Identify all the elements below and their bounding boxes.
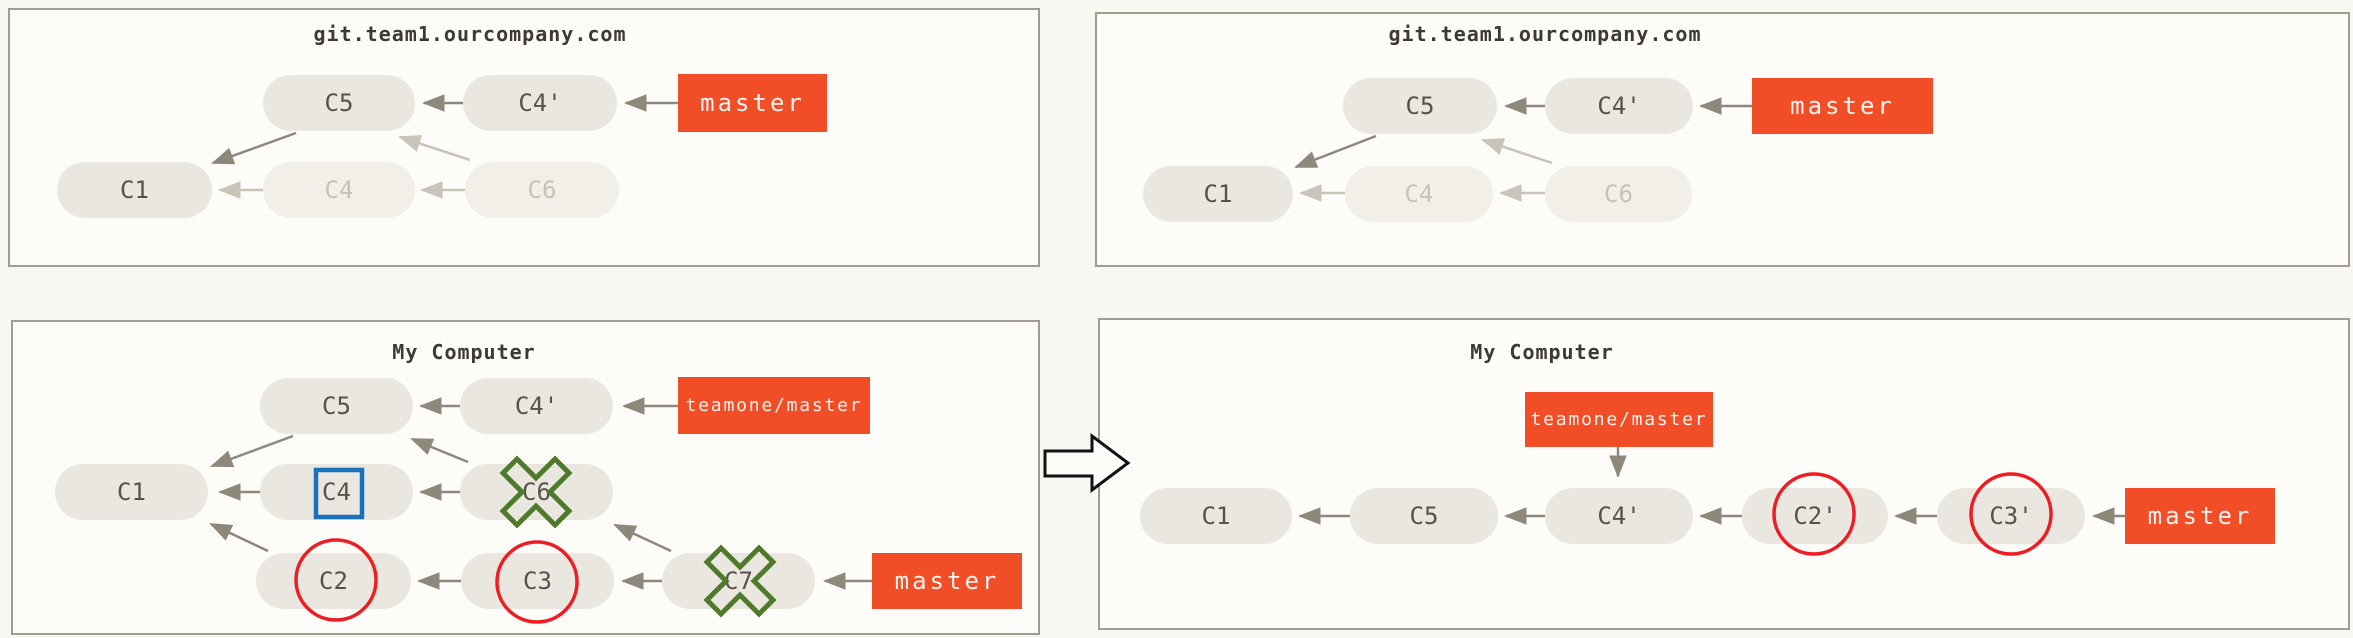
panel-title: My Computer — [392, 340, 536, 364]
commit-node-c1: C1 — [1140, 488, 1292, 544]
commit-node-c2-prime-circled: C2' — [1742, 488, 1888, 544]
commit-node-c3-prime-circled: C3' — [1937, 488, 2085, 544]
commit-node-c6-faded: C6 — [465, 162, 619, 218]
commit-node-c6-faded: C6 — [1545, 166, 1692, 222]
branch-label-teamone-master: teamone/master — [1525, 392, 1713, 447]
commit-node-c4-blue-boxed: C4 — [260, 464, 413, 520]
commit-node-c3-circled: C3 — [461, 553, 614, 609]
commit-node-c1: C1 — [57, 162, 212, 218]
branch-label-master: master — [872, 553, 1022, 609]
commit-node-c1: C1 — [1143, 166, 1293, 222]
panel-title: My Computer — [1470, 340, 1614, 364]
commit-node-c4-prime: C4' — [1545, 78, 1693, 134]
commit-node-c1: C1 — [55, 464, 208, 520]
commit-node-c4-faded: C4 — [263, 162, 415, 218]
commit-node-c5: C5 — [260, 378, 413, 434]
branch-label-master: master — [678, 74, 827, 132]
commit-node-c7-crossed: C7 — [662, 553, 815, 609]
branch-label-master: master — [1752, 78, 1933, 134]
branch-label-master: master — [2125, 488, 2275, 544]
commit-node-c4-prime: C4' — [1545, 488, 1693, 544]
panel-title: git.team1.ourcompany.com — [1388, 22, 1702, 46]
commit-node-c4-faded: C4 — [1345, 166, 1493, 222]
commit-node-c5: C5 — [1343, 78, 1497, 134]
panel-server-before — [8, 8, 1040, 267]
commit-node-c4-prime: C4' — [463, 75, 617, 131]
panel-local-after — [1098, 318, 2350, 630]
commit-node-c2-circled: C2 — [256, 553, 411, 609]
commit-node-c6-crossed: C6 — [460, 464, 613, 520]
branch-label-teamone-master: teamone/master — [678, 377, 870, 434]
commit-node-c5: C5 — [263, 75, 415, 131]
commit-node-c4-prime: C4' — [460, 378, 613, 434]
commit-node-c5: C5 — [1350, 488, 1498, 544]
panel-title: git.team1.ourcompany.com — [313, 22, 627, 46]
